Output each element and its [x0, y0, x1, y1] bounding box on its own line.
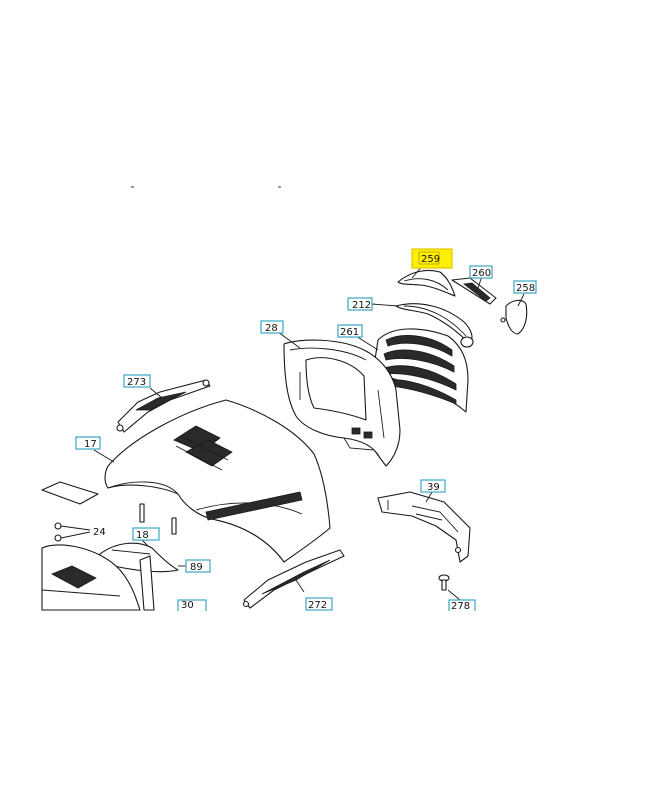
callout-212[interactable]: 212: [347, 297, 373, 311]
callout-89[interactable]: 89: [185, 559, 211, 573]
callout-label: 89: [190, 562, 203, 573]
callout-label: 278: [451, 601, 470, 612]
callout-272[interactable]: 272: [305, 597, 333, 611]
callout-label: 258: [516, 283, 535, 294]
part-258-lens: [500, 299, 528, 335]
label-24: 24: [93, 527, 106, 538]
part-212-bracket: [395, 303, 474, 348]
part-260-strip: [451, 277, 497, 305]
part-272-rail: [242, 549, 345, 609]
callout-label: 28: [265, 323, 278, 334]
part-273-trim-bar: [116, 379, 211, 433]
part-278-bolt: [438, 574, 450, 591]
callout-label: 260: [472, 268, 491, 279]
part-17-hood: [104, 399, 331, 563]
callout-28[interactable]: 28: [260, 320, 284, 334]
callout-label: 259: [421, 254, 440, 265]
bottom-mask: [0, 611, 652, 800]
left-assembly: [41, 481, 155, 611]
part-39-bracket: [377, 491, 471, 563]
callout-label: 18: [136, 530, 149, 541]
callout-label: 272: [308, 600, 327, 611]
callout-17[interactable]: 17: [75, 436, 101, 450]
callout-258[interactable]: 258: [513, 280, 537, 294]
part-18-clip: [139, 503, 177, 535]
callout-39[interactable]: 39: [420, 479, 446, 493]
callout-label: 273: [127, 377, 146, 388]
leader-lines: [93, 263, 525, 610]
callout-label: 39: [427, 482, 440, 493]
callout-18[interactable]: 18: [132, 527, 160, 541]
callout-261[interactable]: 261: [337, 324, 363, 338]
callout-259[interactable]: 259: [411, 248, 453, 269]
callout-278[interactable]: 278: [448, 599, 476, 613]
part-28-housing: [283, 339, 401, 467]
callout-label: 261: [340, 327, 359, 338]
callout-273[interactable]: 273: [123, 374, 151, 388]
callout-label: 212: [352, 300, 371, 311]
callout-260[interactable]: 260: [469, 265, 493, 279]
part-259-trim: [397, 269, 456, 297]
callout-label: 17: [84, 439, 97, 450]
callout-label: 30: [181, 600, 194, 611]
